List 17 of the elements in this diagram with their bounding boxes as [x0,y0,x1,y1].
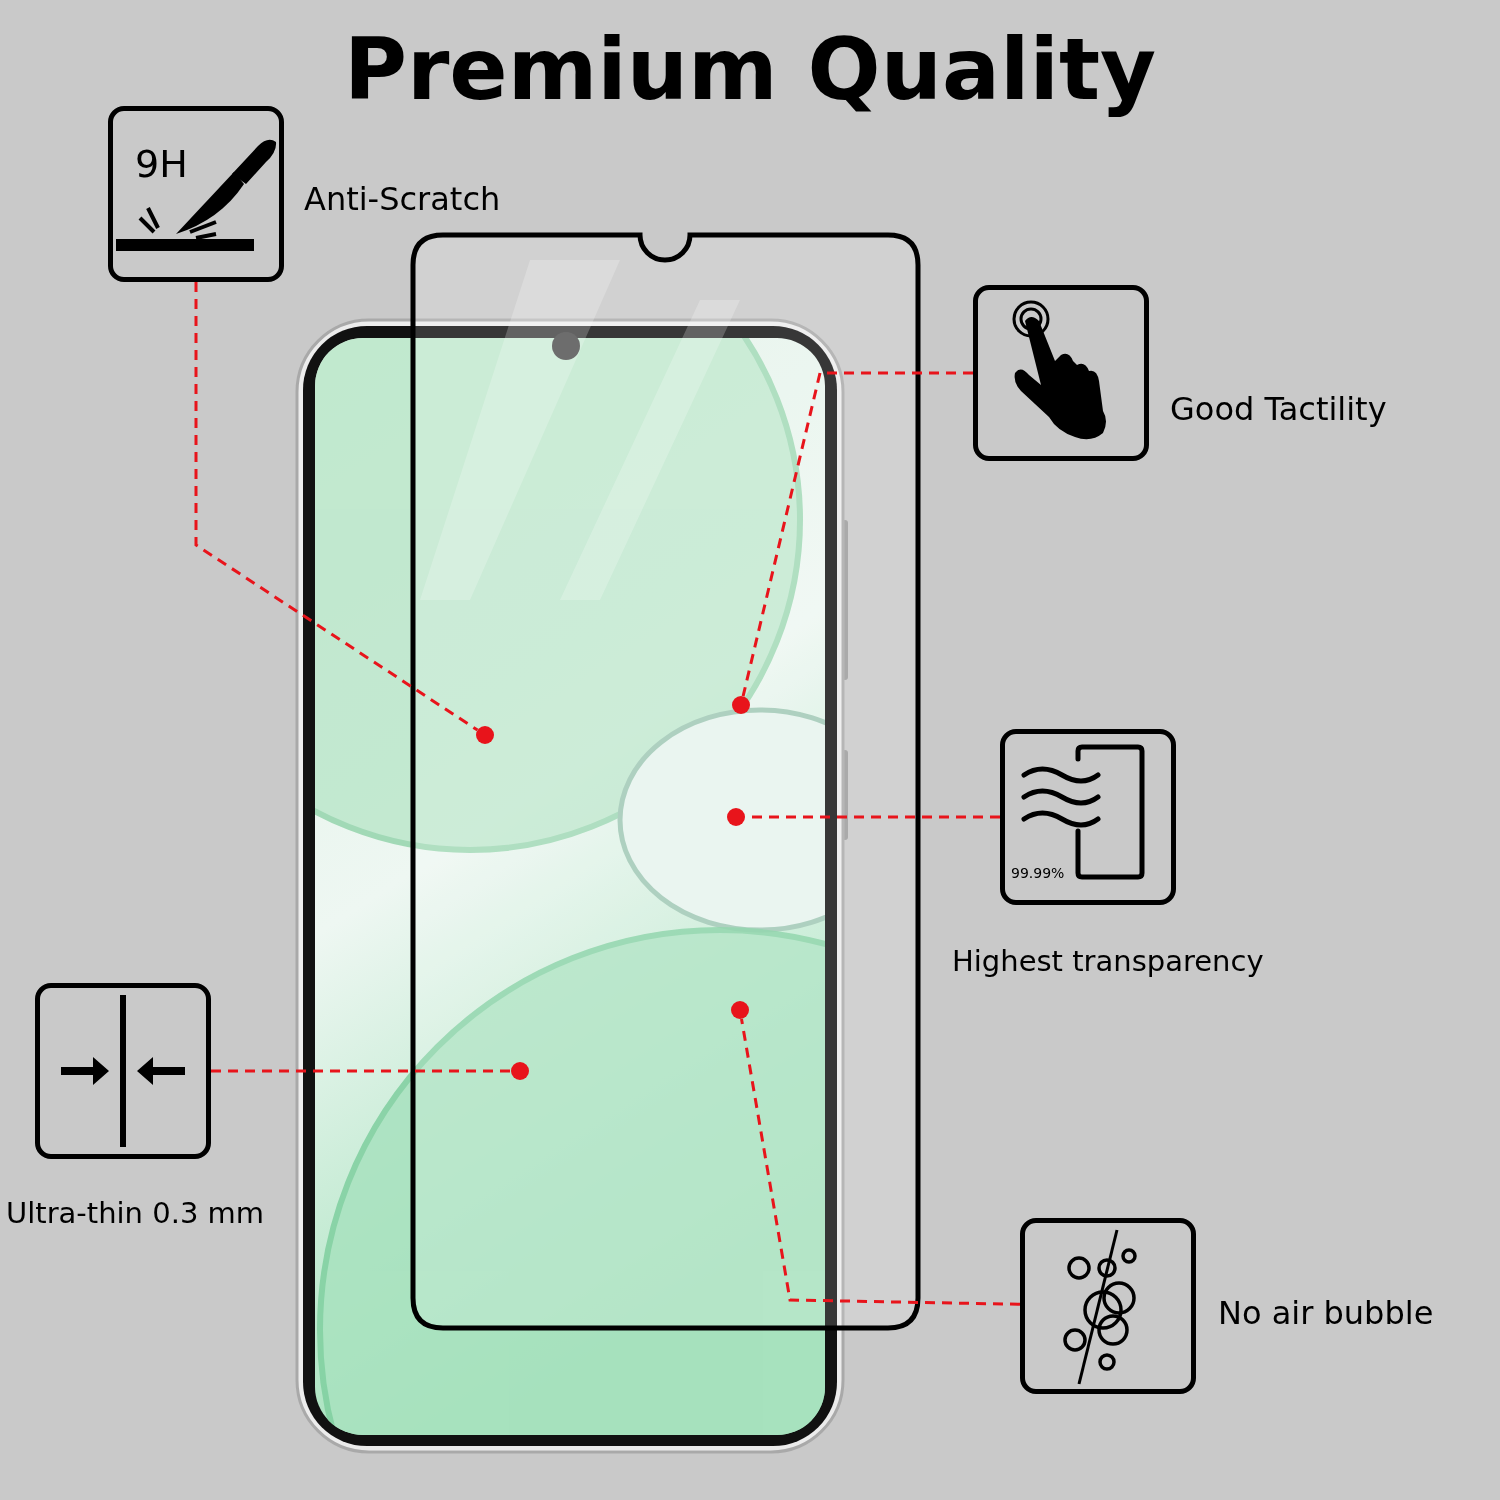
feature-icon-frame [1020,1218,1196,1394]
feature-caption: Highest transparency [952,944,1264,978]
value-label: 9H [135,145,188,183]
feature-icon-frame [1000,729,1176,905]
feature-caption: Anti-Scratch [304,180,501,218]
feature-icon-frame [108,106,284,282]
feature-icon-frame [35,983,211,1159]
leader-line [740,1018,1021,1306]
value-label: 99.99% [1011,866,1065,880]
title: Premium Quality [343,22,1157,117]
leader-line [194,282,479,732]
feature-caption: Ultra-thin 0.3 mm [6,1196,265,1230]
feature-icon-frame [973,285,1149,461]
feature-caption: Good Tactility [1170,390,1387,428]
leader-line [211,1069,511,1073]
leader-line [741,371,973,697]
feature-caption: No air bubble [1218,1294,1434,1332]
